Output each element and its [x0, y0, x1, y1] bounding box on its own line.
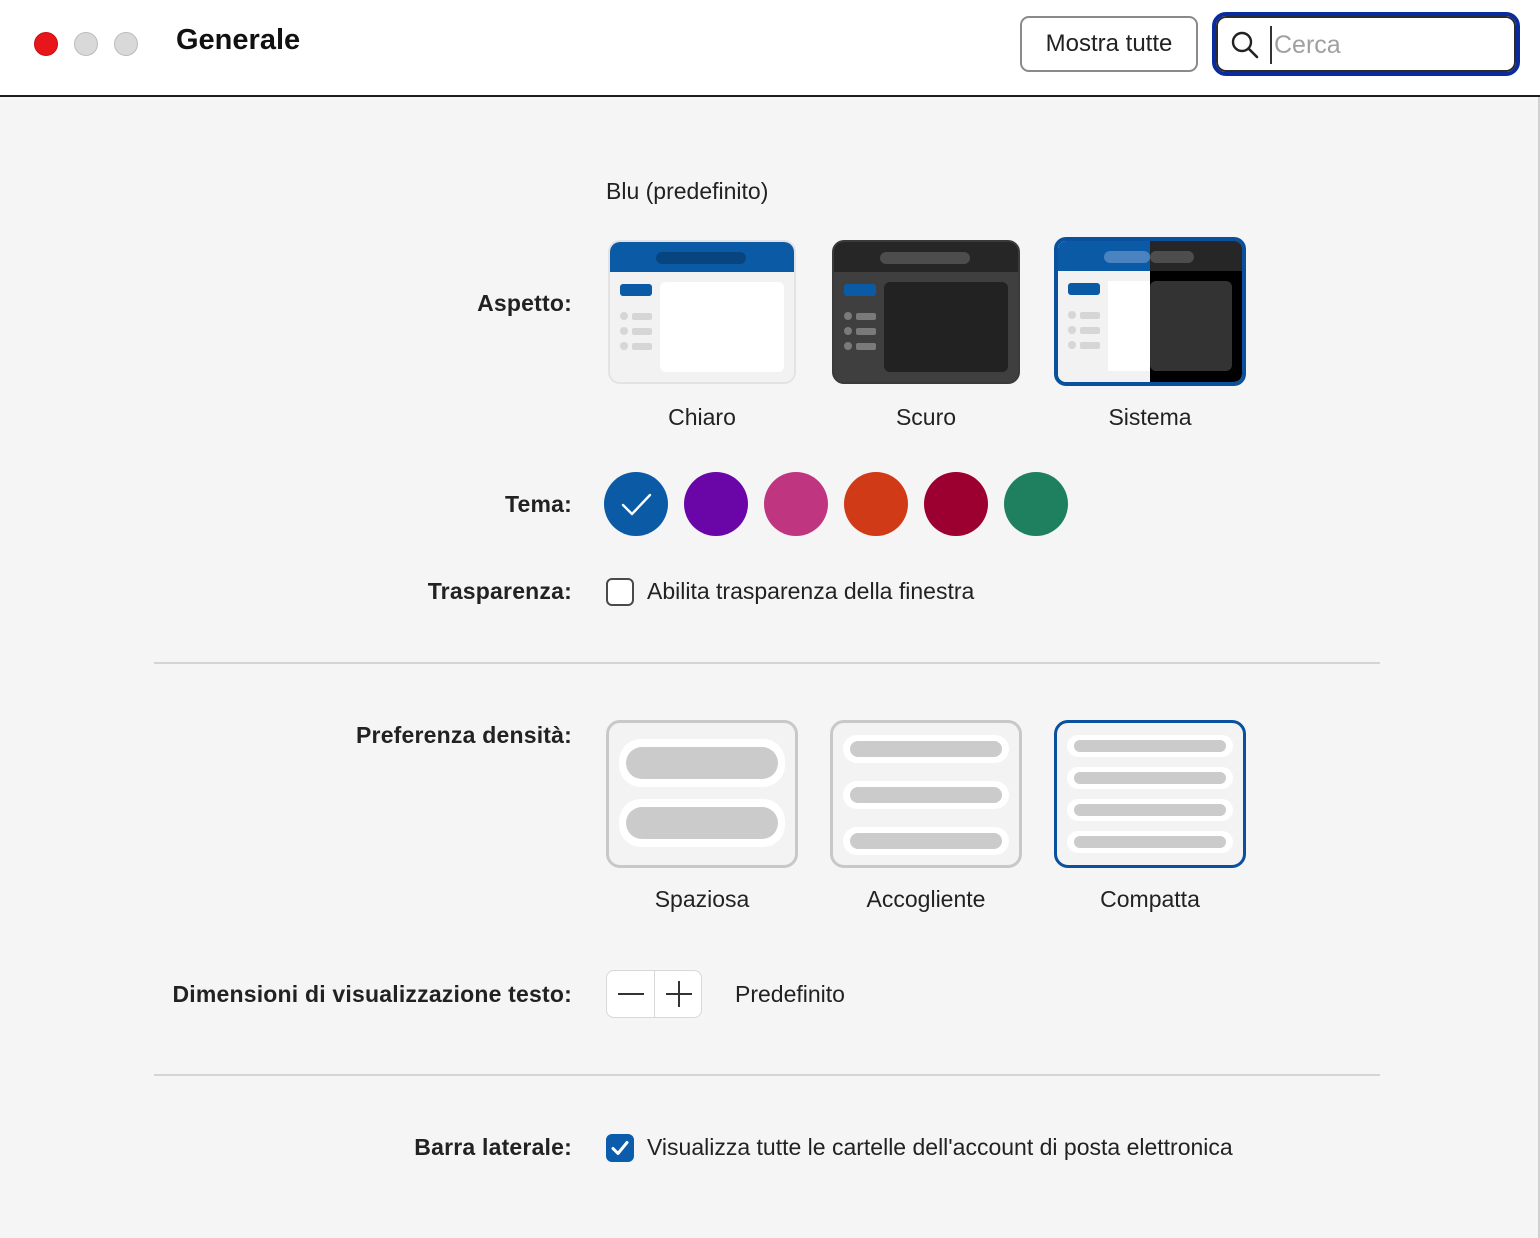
- density-row-placeholder: [626, 747, 778, 779]
- density-label: Preferenza densità:: [356, 722, 572, 748]
- text-size-value: Predefinito: [735, 981, 845, 1007]
- sidebar-option-label: Visualizza tutte le cartelle dell'accoun…: [647, 1134, 1233, 1160]
- density-row-placeholder: [1074, 740, 1226, 752]
- density-row-placeholder: [1074, 804, 1226, 816]
- density-cozy-label: Accogliente: [866, 886, 986, 912]
- theme-color-red[interactable]: [924, 472, 988, 536]
- plus-icon: [665, 981, 692, 1007]
- appearance-option-system[interactable]: [1054, 237, 1246, 386]
- density-spacious-label: Spaziosa: [654, 886, 750, 912]
- density-row-placeholder: [850, 787, 1002, 803]
- stepper-divider: [654, 971, 655, 1017]
- section-divider: [154, 1074, 1380, 1076]
- title-bar: Generale Mostra tutte: [0, 0, 1540, 97]
- appearance-option-dark[interactable]: [832, 240, 1020, 384]
- appearance-dark-label: Scuro: [895, 404, 957, 430]
- window-title: Generale: [176, 24, 301, 56]
- theme-label: Tema:: [504, 491, 572, 517]
- density-compact-label: Compatta: [1100, 886, 1200, 912]
- appearance-option-light[interactable]: [608, 240, 796, 384]
- zoom-window-button[interactable]: [114, 32, 138, 56]
- density-row-placeholder: [850, 833, 1002, 849]
- appearance-system-label: Sistema: [1108, 404, 1192, 430]
- search-field[interactable]: [1212, 12, 1520, 76]
- density-option-spacious[interactable]: [606, 720, 798, 868]
- increase-text-size-button[interactable]: [655, 971, 702, 1017]
- transparency-label: Trasparenza:: [427, 578, 572, 604]
- text-size-stepper: [606, 970, 702, 1018]
- current-theme-name: Blu (predefinito): [606, 178, 769, 204]
- density-option-cozy[interactable]: [830, 720, 1022, 868]
- appearance-label: Aspetto:: [477, 290, 572, 316]
- minus-icon: [617, 993, 644, 995]
- checkmark-icon: [611, 1141, 629, 1155]
- section-divider: [154, 662, 1380, 664]
- theme-color-purple[interactable]: [684, 472, 748, 536]
- dark-preview-icon: [834, 242, 1018, 382]
- density-row-placeholder: [626, 807, 778, 839]
- density-row-placeholder: [850, 741, 1002, 757]
- sidebar-checkbox[interactable]: [606, 1134, 634, 1162]
- transparency-option-label: Abilita trasparenza della finestra: [647, 578, 975, 604]
- theme-color-orange[interactable]: [844, 472, 908, 536]
- close-window-button[interactable]: [34, 32, 58, 56]
- density-option-compact[interactable]: [1054, 720, 1246, 868]
- checkmark-icon: [621, 493, 652, 516]
- search-icon: [1231, 31, 1259, 59]
- minimize-window-button[interactable]: [74, 32, 98, 56]
- appearance-light-label: Chiaro: [668, 404, 736, 430]
- search-input[interactable]: [1270, 26, 1506, 64]
- theme-color-pink[interactable]: [764, 472, 828, 536]
- transparency-checkbox[interactable]: [606, 578, 634, 606]
- theme-color-green[interactable]: [1004, 472, 1068, 536]
- sidebar-label: Barra laterale:: [414, 1134, 572, 1160]
- density-row-placeholder: [1074, 772, 1226, 784]
- show-all-button[interactable]: Mostra tutte: [1020, 16, 1198, 72]
- theme-color-blue[interactable]: [604, 472, 668, 536]
- text-size-label: Dimensioni di visualizzazione testo:: [172, 981, 572, 1007]
- light-preview-icon: [610, 242, 794, 382]
- density-row-placeholder: [1074, 836, 1226, 848]
- system-preview-icon: [1058, 241, 1242, 382]
- decrease-text-size-button[interactable]: [607, 971, 654, 1017]
